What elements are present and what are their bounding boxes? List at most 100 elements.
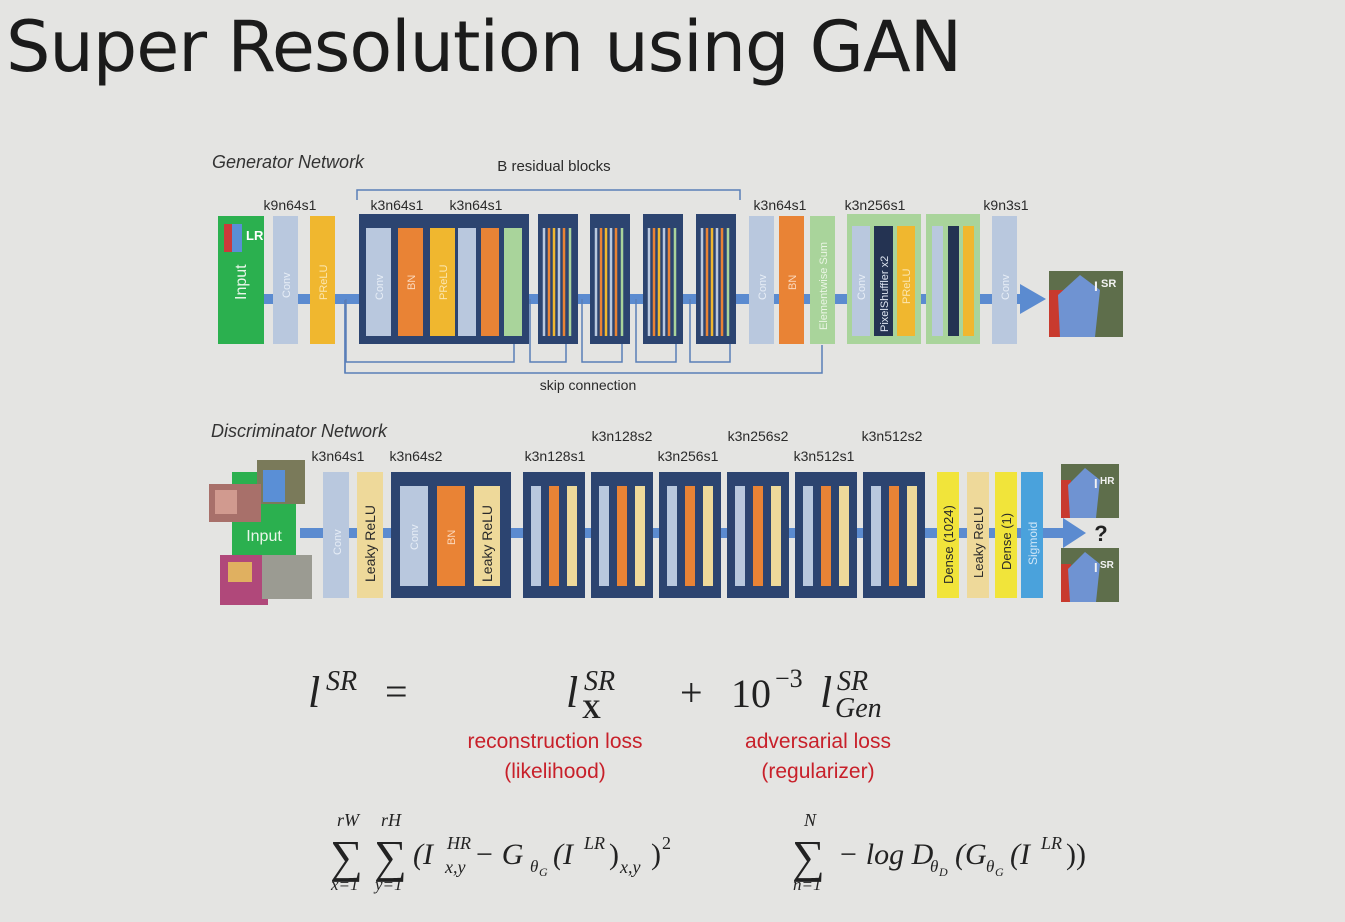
disc-block-leaky-label: Leaky ReLU	[479, 505, 495, 582]
loss-lhs: l	[308, 668, 320, 717]
discriminator-heading: Discriminator Network	[211, 421, 388, 441]
discriminator-input: Input	[209, 460, 312, 605]
generator-output-label: SR	[1101, 278, 1116, 290]
hr-label: HR	[1100, 476, 1115, 487]
mse-theta-g: G	[539, 865, 548, 879]
gen-conv-post-label: Conv	[757, 274, 769, 300]
loss-lhs-sup: SR	[326, 666, 357, 697]
loss-term1-sub: X	[582, 695, 601, 724]
upsample-prelu-label: PReLU	[901, 268, 913, 304]
gen-conv-post	[749, 216, 774, 344]
kernel-res-conv2: k3n64s1	[450, 197, 503, 213]
upsample-conv-label: Conv	[856, 274, 868, 300]
loss-term2-sup: SR	[837, 666, 868, 697]
sr-prefix-i-2: I	[1094, 560, 1098, 575]
loss-term1-sup: SR	[584, 666, 615, 697]
kernel-k3n256s1: k3n256s1	[845, 197, 906, 213]
skip-connection-label: skip connection	[540, 377, 637, 393]
gen-conv-final	[992, 216, 1017, 344]
sum-x-sigma: ∑	[330, 831, 363, 882]
sr-image: I SR	[1061, 548, 1119, 602]
loss-coef-exp: −3	[775, 664, 803, 693]
disc-leaky-2	[967, 472, 989, 598]
regularizer-label: (regularizer)	[761, 760, 874, 783]
slide-title: Super Resolution using GAN	[6, 6, 962, 88]
adv-theta-g: G	[995, 865, 1004, 879]
gen-prelu-1	[310, 216, 335, 344]
mse-theta: θ	[530, 857, 538, 876]
kernel-d-k3n256s2: k3n256s2	[728, 428, 789, 444]
disc-conv-1-label: Conv	[332, 529, 344, 555]
gen-prelu-1-label: PReLU	[318, 264, 330, 300]
adv-body: − log D	[838, 838, 934, 871]
hr-image: I HR	[1061, 464, 1119, 518]
adv-sum-top: N	[803, 810, 817, 830]
mse-body: (I	[413, 838, 435, 871]
generator-flow-arrow	[262, 294, 1022, 304]
adv-sigma: ∑	[792, 831, 825, 882]
adversarial-formula: N ∑ n=1 − log D θ D (G θ G (I LR ))	[792, 810, 1086, 894]
upsample-block-1: Conv PixelShuffler x2 PReLU	[847, 214, 921, 344]
adv-lr: LR	[1040, 833, 1062, 853]
discriminator-arrow-head	[1063, 518, 1086, 548]
mse-end: )	[651, 838, 661, 871]
mse-formula: rW ∑ x=1 rH ∑ y=1 (I HR x,y − G θ G (I L…	[330, 810, 671, 894]
gen-bn-post-label: BN	[787, 275, 799, 290]
disc-leaky-2-label: Leaky ReLU	[971, 506, 986, 578]
disc-block-conv-label: Conv	[409, 524, 421, 550]
mse-square: 2	[662, 833, 671, 853]
disc-block-bn-label: BN	[446, 530, 458, 545]
generator-arrow-head	[1020, 284, 1046, 314]
mse-tail-sub: x,y	[619, 857, 640, 877]
adv-sum-bottom: n=1	[793, 875, 821, 894]
loss-term2: l	[820, 668, 832, 717]
gen-elementwise-sum-label: Elementwise Sum	[818, 242, 830, 330]
generator-heading: Generator Network	[212, 152, 365, 172]
disc-dense-1-label: Dense (1)	[999, 513, 1014, 570]
disc-sigmoid	[1021, 472, 1043, 598]
kernel-d-k3n64s1: k3n64s1	[312, 448, 365, 464]
loss-equals: =	[385, 669, 408, 714]
adv-theta-d: D	[938, 865, 948, 879]
mse-sub: x,y	[444, 857, 465, 877]
gen-conv-1-label: Conv	[281, 272, 293, 298]
likelihood-label: (likelihood)	[504, 760, 606, 783]
sr-prefix-i: I	[1094, 278, 1098, 294]
disc-dense-1024	[937, 472, 959, 598]
reconstruction-loss-label: reconstruction loss	[467, 730, 642, 753]
mse-sup: HR	[446, 833, 471, 853]
disc-leaky-1	[357, 472, 383, 598]
adv-inner: (I	[1010, 838, 1032, 871]
disc-block-expanded: Conv BN Leaky ReLU	[391, 472, 511, 598]
kernel-d-k3n256s1: k3n256s1	[658, 448, 719, 464]
loss-plus: +	[680, 670, 703, 715]
kernel-d-k3n512s1: k3n512s1	[794, 448, 855, 464]
disc-dense-1024-label: Dense (1024)	[941, 505, 956, 584]
upsample-block-2	[926, 214, 980, 344]
sum-y-top: rH	[381, 810, 402, 830]
kernel-d-k3n64s2: k3n64s2	[390, 448, 443, 464]
pixel-shuffler-label: PixelShuffler x2	[879, 256, 891, 332]
mse-lr: LR	[583, 833, 605, 853]
generator-output-image: I SR	[1049, 271, 1123, 337]
res-bn-a-label: BN	[406, 275, 418, 290]
adv-mid: (G	[955, 838, 987, 871]
residual-blocks-label: B residual blocks	[497, 158, 610, 175]
adv-end: ))	[1066, 838, 1086, 871]
mse-mid: − G	[474, 838, 524, 871]
kernel-res-conv1: k3n64s1	[371, 197, 424, 213]
generator-input: LR Input	[218, 216, 264, 344]
question-mark: ?	[1094, 521, 1107, 546]
kernel-k9n64s1: k9n64s1	[264, 197, 317, 213]
kernel-d-k3n128s1: k3n128s1	[525, 448, 586, 464]
res-conv-a-label: Conv	[374, 274, 386, 300]
kernel-post-res-conv: k3n64s1	[754, 197, 807, 213]
adversarial-loss-label: adversarial loss	[745, 730, 891, 753]
generator-input-label: Input	[233, 264, 250, 300]
lr-label: LR	[246, 228, 264, 243]
sum-x-bottom: x=1	[330, 875, 359, 894]
residual-bracket	[356, 189, 741, 200]
kernel-d-k3n128s2: k3n128s2	[592, 428, 653, 444]
res-prelu-label: PReLU	[438, 264, 450, 300]
